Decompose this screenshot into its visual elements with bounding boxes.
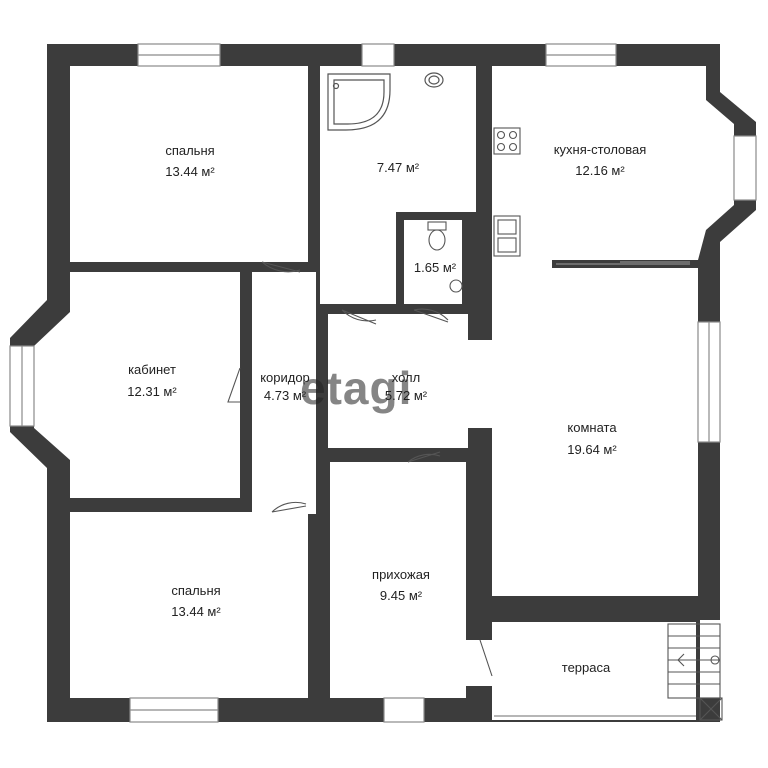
floor-corridor [252, 272, 316, 498]
window-entry [383, 697, 425, 723]
floor-wc [404, 220, 462, 304]
floor-hall-passage [466, 340, 492, 428]
door-hall-entry [407, 451, 441, 463]
door-terrace [479, 639, 493, 677]
label-room-area: 19.64 м² [567, 442, 617, 457]
door-bedroom-bottom [271, 501, 307, 513]
window-bathroom [361, 43, 395, 67]
label-entry-name: прихожая [372, 567, 430, 582]
label-kitchen-area: 12.16 м² [575, 163, 625, 178]
label-hall-name: холл [392, 370, 420, 385]
label-corridor-area: 4.73 м² [264, 388, 307, 403]
label-bathroom-area: 7.47 м² [377, 160, 420, 175]
floor-terrace [492, 622, 696, 720]
label-wc-area: 1.65 м² [414, 260, 457, 275]
floor-room [492, 268, 698, 596]
room-floors [34, 66, 734, 720]
window-kitchen-bay [733, 135, 757, 201]
label-room-name: комната [567, 420, 617, 435]
sink-icon [424, 72, 444, 88]
bathtub-icon [327, 73, 391, 131]
terrace-lines [494, 261, 696, 717]
label-corridor-name: коридор [260, 370, 310, 385]
floor-bathroom-lower [320, 212, 396, 304]
floor-terrace-exit [466, 640, 494, 686]
door-wc [413, 308, 449, 323]
label-hall-area: 5.72 м² [385, 388, 428, 403]
door-bedroom-top [261, 261, 301, 273]
label-bedroom-bottom-name: спальня [171, 583, 220, 598]
windows [9, 43, 757, 723]
door-study [227, 367, 241, 403]
kitchen-sink-icon [493, 215, 521, 257]
floor-bedroom-bottom [70, 512, 308, 698]
toilet-icon [427, 221, 463, 293]
floor-bedroom-top [70, 66, 308, 262]
floor-study [34, 272, 240, 498]
stove-icon [493, 127, 521, 155]
doors [227, 261, 493, 677]
floor-entry [330, 462, 466, 698]
label-bedroom-bottom-area: 13.44 м² [171, 604, 221, 619]
label-kitchen-name: кухня-столовая [554, 142, 647, 157]
stairs-icon [667, 623, 723, 721]
watermark: etagi [300, 362, 412, 414]
label-terrace-name: терраса [562, 660, 611, 675]
label-study-name: кабинет [128, 362, 176, 377]
label-entry-area: 9.45 м² [380, 588, 423, 603]
door-bathroom [341, 309, 377, 325]
label-study-area: 12.31 м² [127, 384, 177, 399]
floor-bathroom [320, 66, 476, 212]
label-bedroom-top-name: спальня [165, 143, 214, 158]
floor-kitchen [492, 66, 734, 270]
floor-hall [328, 314, 468, 448]
label-bedroom-top-area: 13.44 м² [165, 164, 215, 179]
